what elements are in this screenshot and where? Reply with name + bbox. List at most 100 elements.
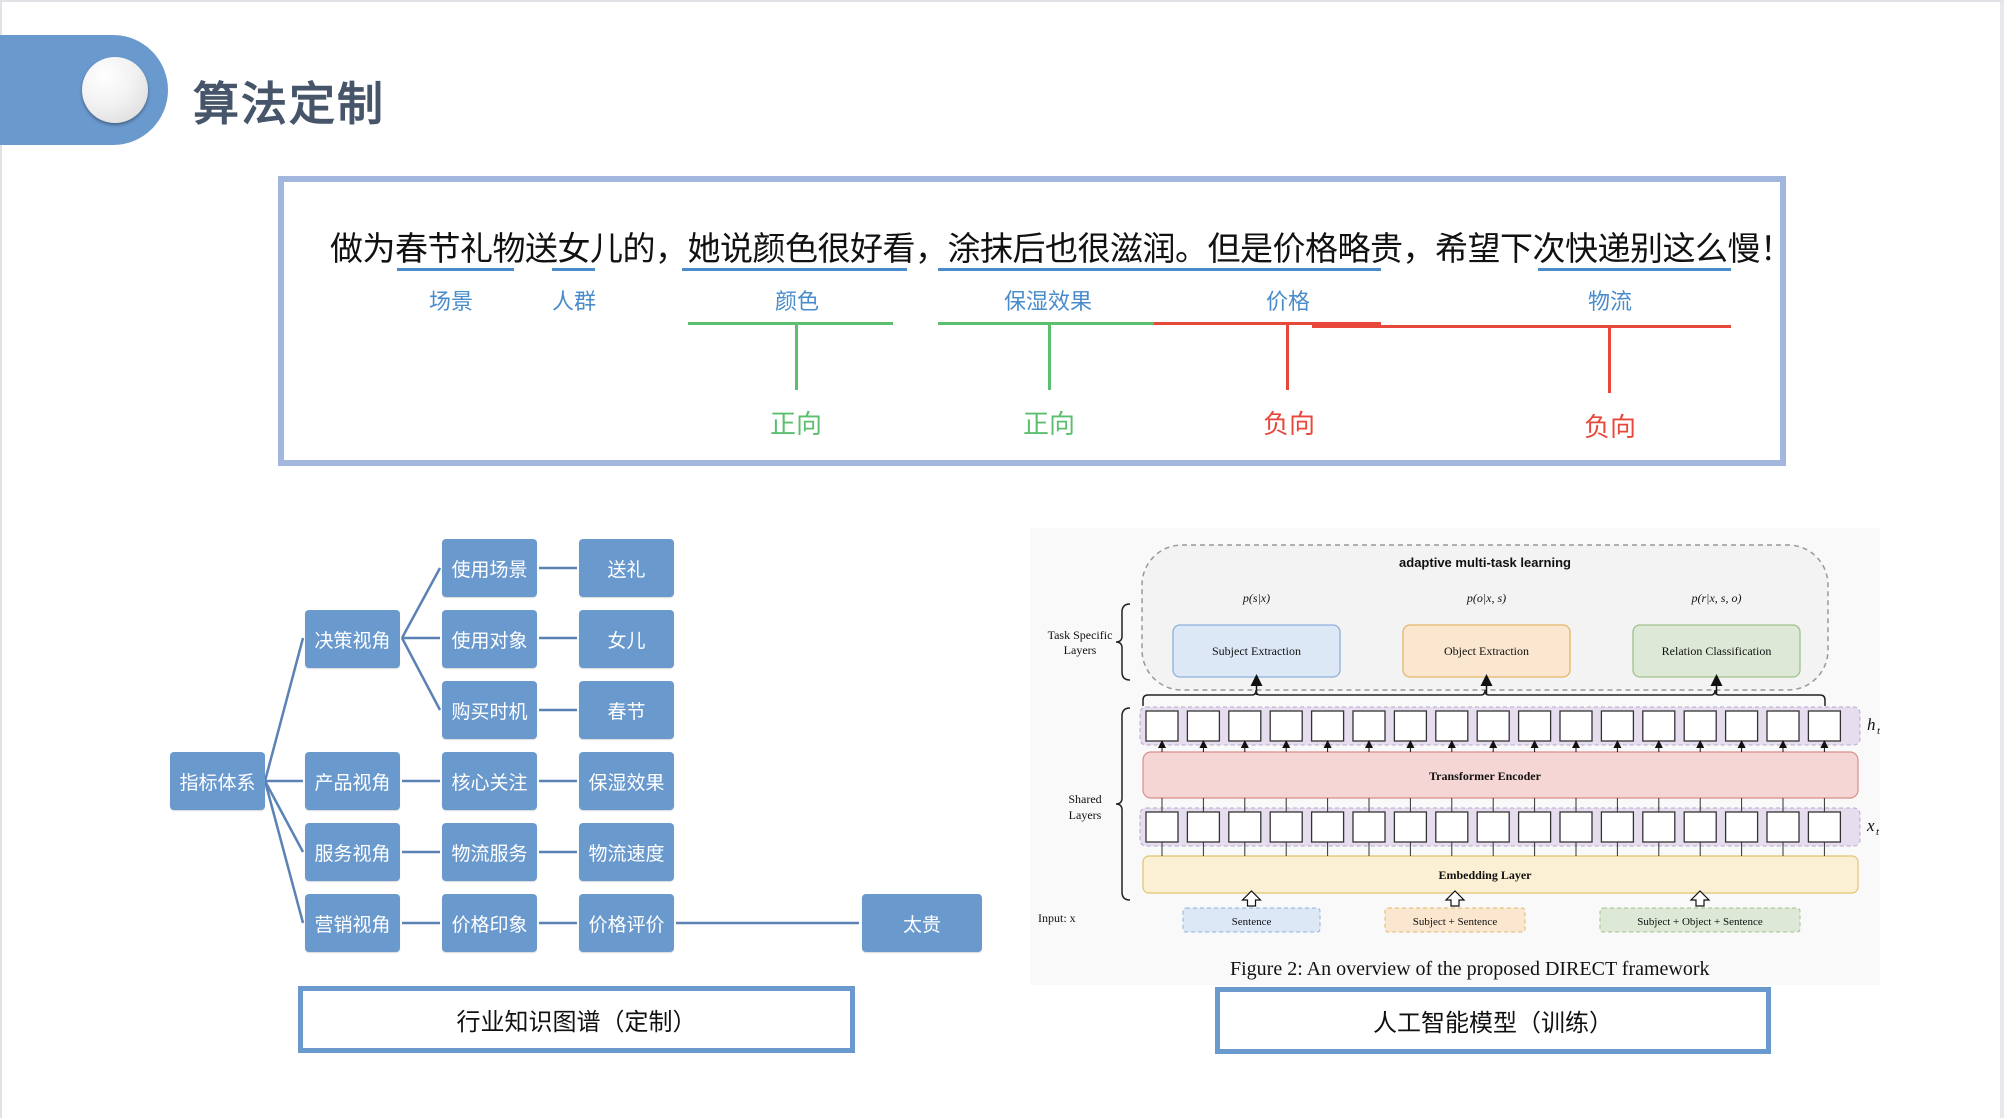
kg-dimension-node: 使用对象: [442, 610, 537, 668]
input-box: [1599, 907, 1801, 933]
token-cell: [1642, 811, 1676, 843]
head-probability: p(o|x, s): [1466, 591, 1506, 605]
sentiment-label-positive: 正向: [769, 410, 823, 440]
model-diagram: adaptive multi-task learning Task Specif…: [1038, 544, 1880, 933]
kg-perspective-node: 营销视角: [305, 894, 400, 952]
shared-to-heads-bracket: [1142, 689, 1826, 706]
input-box-label: Subject + Object + Sentence: [1637, 916, 1763, 928]
knowledge-graph-caption: 行业知识图谱（定制）: [298, 986, 855, 1053]
task-layers-label-line1: Task Specific: [1048, 628, 1113, 642]
token-cell: [1600, 811, 1635, 843]
hidden-state-cell: [1559, 710, 1593, 742]
aspect-underline-moisture: [938, 268, 1256, 271]
head-probability: p(s|x): [1242, 591, 1270, 605]
kg-value-node: 春节: [579, 681, 674, 739]
hidden-state-cell: [1310, 710, 1345, 742]
hidden-state-cell: [1435, 710, 1469, 742]
kg-value-node: 价格评价: [579, 894, 674, 952]
aspect-label: 场景: [428, 290, 474, 315]
aspect-underline-crowd: [552, 268, 595, 271]
sentiment-stem-positive: [795, 322, 798, 390]
kg-dimension-node: 核心关注: [442, 752, 537, 810]
input-up-arrow-icon: [1444, 890, 1466, 907]
shared-layers-brace: [1115, 707, 1131, 901]
kg-dimension-node: 使用场景: [442, 539, 537, 597]
kg-value-node: 物流速度: [579, 823, 674, 881]
token-cell: [1517, 811, 1552, 843]
sentiment-bracket-negative: [1154, 322, 1381, 325]
hidden-state-cell: [1269, 710, 1303, 742]
input-box-label: Subject + Sentence: [1413, 916, 1498, 928]
input-up-arrow-icon: [1241, 890, 1262, 907]
hidden-state-cell: [1724, 710, 1759, 742]
task-head-label: Object Extraction: [1444, 644, 1529, 658]
kg-dimension-node: 价格印象: [442, 894, 537, 952]
kg-value-node: 保湿效果: [579, 752, 674, 810]
token-cell: [1269, 811, 1303, 843]
transformer-encoder-label: Transformer Encoder: [1429, 769, 1542, 783]
model-caption: 人工智能模型（训练）: [1215, 987, 1771, 1054]
shared-layers-label-line1: Shared: [1068, 792, 1101, 806]
kg-perspective-node: 服务视角: [305, 823, 400, 881]
hidden-state-cell: [1393, 710, 1428, 742]
hidden-state-cell: [1476, 710, 1510, 742]
aspect-underline-scene: [397, 268, 514, 271]
input-box: [1182, 907, 1321, 933]
task-head-label: Subject Extraction: [1212, 644, 1301, 658]
embedding-layer-label: Embedding Layer: [1438, 868, 1532, 882]
page-title: 算法定制: [193, 77, 385, 131]
token-cell: [1186, 811, 1221, 843]
input-box-label: Sentence: [1232, 916, 1272, 928]
token-cell: [1145, 811, 1179, 843]
sentiment-stem-negative: [1608, 325, 1611, 393]
token-cell: [1683, 811, 1717, 843]
sentiment-bracket-positive: [688, 322, 893, 325]
input-label: Input: x: [1038, 911, 1076, 925]
hidden-state-cell: [1766, 710, 1800, 742]
task-layers-brace: [1115, 603, 1131, 681]
hidden-state-cell: [1186, 710, 1221, 742]
sentiment-stem-positive: [1048, 322, 1051, 390]
aspect-label: 颜色: [774, 290, 820, 315]
review-sentence: 做为春节礼物送女儿的，她说颜色很好看，涂抹后也很滋润。但是价格略贵，希望下次快递…: [330, 229, 1793, 268]
kg-dimension-node: 物流服务: [442, 823, 537, 881]
hidden-state-cell: [1352, 710, 1386, 742]
task-head-label: Relation Classification: [1662, 644, 1772, 658]
kg-dimension-node: 购买时机: [442, 681, 537, 739]
hidden-state-cell: [1683, 710, 1717, 742]
token-cell: [1435, 811, 1469, 843]
sentiment-label-negative: 负向: [1583, 413, 1637, 443]
hidden-state-cell: [1228, 710, 1262, 742]
shared-layers-label-line2: Layers: [1069, 808, 1102, 822]
aspect-underline-color: [682, 268, 907, 271]
token-cell: [1228, 811, 1262, 843]
aspect-underline-price: [1199, 268, 1381, 271]
model-figure: adaptive multi-task learning Task Specif…: [1030, 528, 1880, 985]
head-probability: p(r|x, s, o): [1691, 591, 1742, 605]
kg-perspective-node: 产品视角: [305, 752, 400, 810]
token-cell: [1766, 811, 1800, 843]
token-cell: [1310, 811, 1345, 843]
kg-extra-node: 太贵: [862, 894, 982, 952]
aspect-underline-logistics: [1538, 268, 1731, 271]
hidden-state-cell: [1145, 710, 1179, 742]
kg-root-node: 指标体系: [170, 752, 265, 810]
token-cell: [1393, 811, 1428, 843]
embedding-layer-block: [1142, 855, 1859, 894]
input-token-subscript: t: [1876, 826, 1880, 838]
aspect-label: 物流: [1587, 290, 1633, 315]
hidden-state-cell: [1600, 710, 1635, 742]
transformer-encoder-block: [1142, 751, 1859, 799]
hidden-state-symbol: h: [1867, 715, 1876, 734]
sentiment-bracket-positive: [938, 322, 1155, 325]
aspect-label: 价格: [1265, 290, 1311, 315]
sentiment-stem-negative: [1286, 322, 1289, 390]
sentiment-label-negative: 负向: [1262, 410, 1316, 440]
hidden-state-cell: [1517, 710, 1552, 742]
aspect-label: 保湿效果: [1003, 290, 1093, 315]
token-cell: [1476, 811, 1510, 843]
hidden-state-subscript: t: [1877, 725, 1880, 737]
input-up-arrow-icon: [1689, 890, 1711, 907]
sentiment-bracket-negative: [1312, 325, 1731, 328]
